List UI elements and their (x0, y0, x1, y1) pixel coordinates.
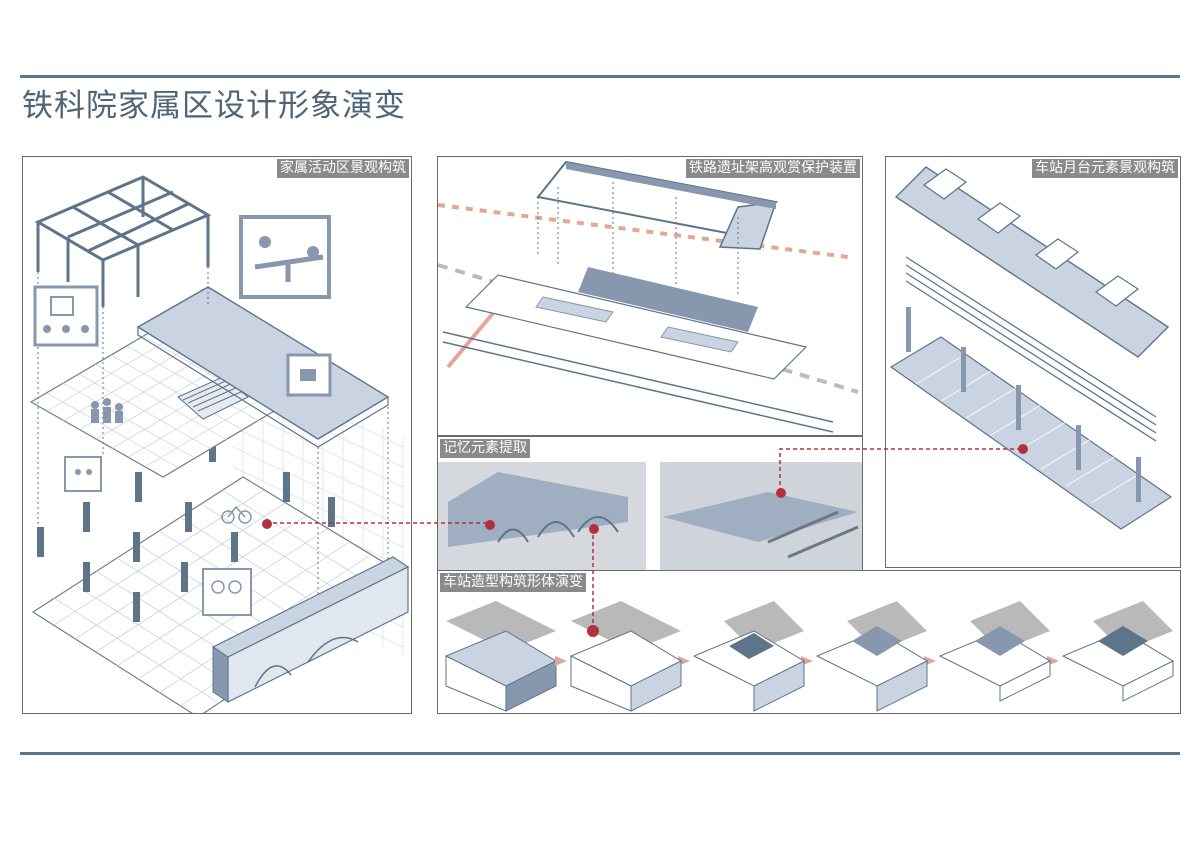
flow-arrow-upper (438, 203, 849, 259)
coffee-icon (286, 353, 332, 397)
seesaw-icon (239, 215, 331, 299)
family-icon (91, 398, 123, 423)
bicycle-parking-icon (202, 568, 252, 616)
residential-diagram (29, 175, 410, 713)
pergola-frame (34, 175, 212, 307)
arch-gate (211, 556, 410, 703)
panel-residential: 家属活动区景观构筑 (22, 156, 412, 714)
panel-platform-label: 车站月台元素景观构筑 (1032, 159, 1178, 178)
marker-memory-left (485, 520, 495, 530)
top-rule (20, 75, 1180, 78)
marker-memory-right (776, 488, 786, 498)
rail-track (442, 331, 834, 423)
bicycle-icon (221, 505, 252, 524)
panel-platform: 车站月台元素景观构筑 (885, 156, 1181, 568)
evolution-diagram (444, 601, 1175, 712)
projection-lines (37, 267, 389, 627)
platform-floor (889, 336, 1173, 530)
evolution-step-1 (444, 601, 558, 712)
roof-skylights (922, 168, 1140, 307)
panel-evolution-label: 车站造型构筑形体演变 (440, 573, 586, 592)
lecture-icon (33, 285, 99, 347)
stair (177, 376, 249, 420)
panel-residential-label: 家属活动区景观构筑 (277, 159, 409, 178)
platform-diagram (889, 166, 1173, 530)
panel-memory: 记忆元素提取 (437, 436, 863, 570)
panel-evolution: 车站造型构筑形体演变 (437, 570, 1181, 714)
marker-memory-mid (589, 524, 599, 534)
people-icon (64, 456, 102, 492)
evolution-step-5 (938, 601, 1052, 702)
panel-railway-label: 铁路遗址架高观赏保护装置 (686, 159, 860, 178)
evolution-step-3 (692, 601, 806, 712)
marker-residential (262, 519, 272, 529)
bottom-rule (20, 752, 1180, 755)
elevated-walkway (536, 160, 778, 297)
page-title: 铁科院家属区设计形象演变 (22, 88, 406, 124)
platform-roof (894, 166, 1170, 358)
evolution-step-2 (569, 601, 683, 712)
evolution-step-4 (815, 601, 929, 712)
marker-platform (1018, 444, 1028, 454)
panel-railway-viewing: 铁路遗址架高观赏保护装置 (437, 156, 863, 436)
rail-remains (578, 267, 758, 332)
roof-trusses (905, 256, 1157, 442)
planters (535, 296, 739, 353)
panel-memory-label: 记忆元素提取 (440, 439, 530, 458)
ground-columns (37, 427, 335, 622)
marker-evolution (587, 625, 599, 637)
platform-posts (906, 307, 1141, 502)
railway-diagram (438, 160, 859, 433)
evolution-step-6 (1061, 601, 1175, 702)
